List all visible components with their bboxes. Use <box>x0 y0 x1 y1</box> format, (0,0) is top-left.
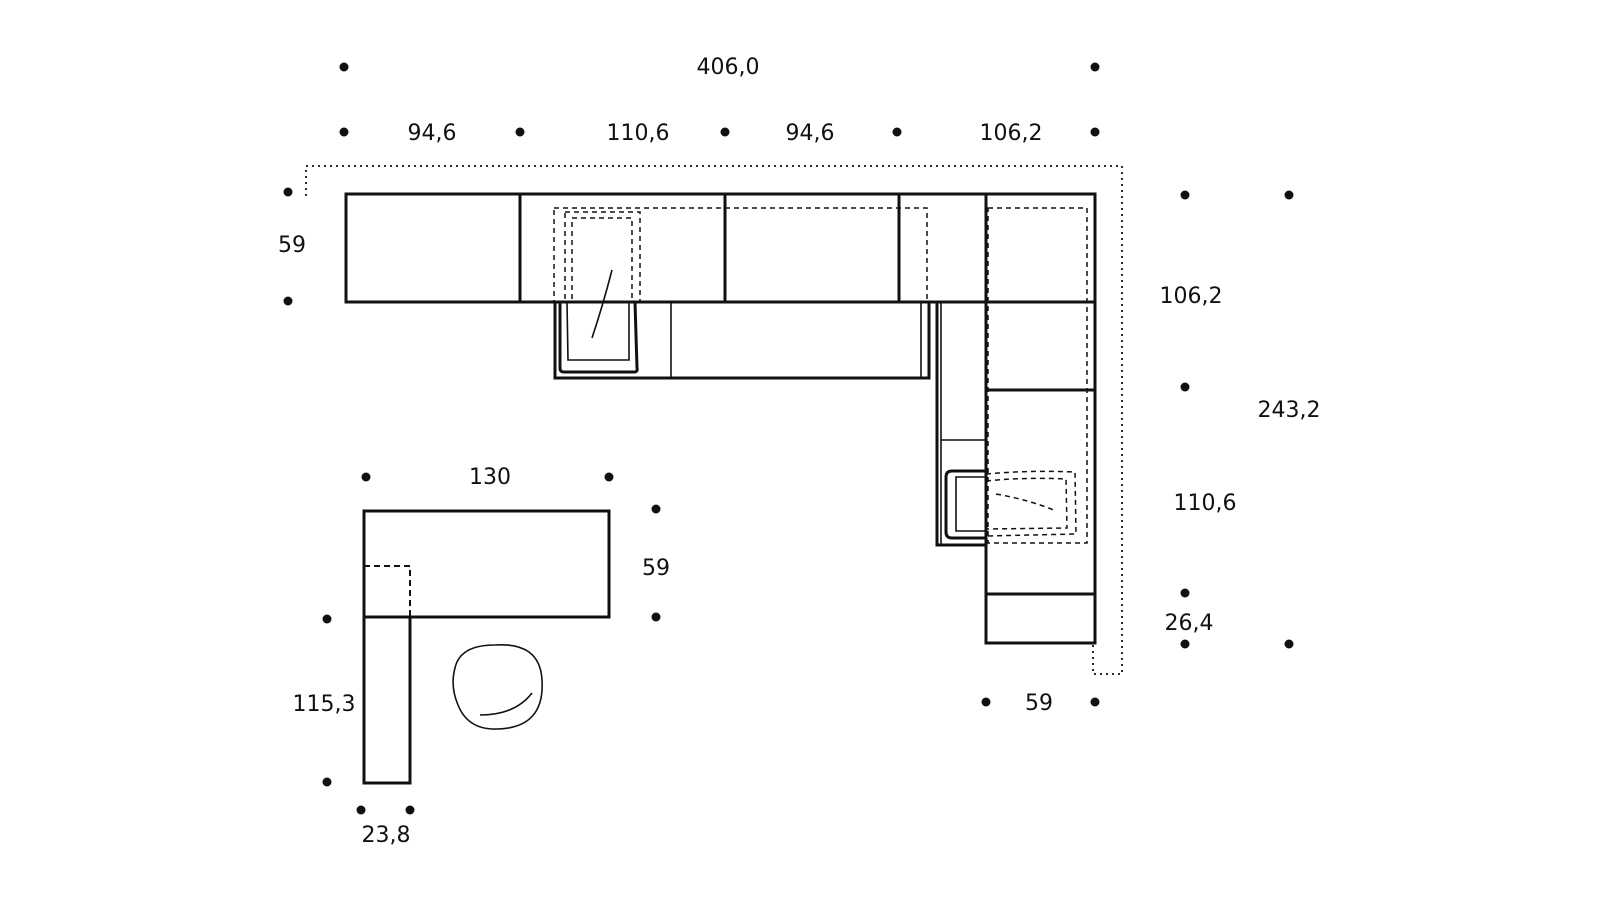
desk <box>362 509 611 785</box>
chair-back <box>479 692 533 716</box>
desk-return-length-label: 115,3 <box>293 692 356 717</box>
top-cabinet-row <box>344 192 1097 304</box>
pillow-dashed-inner <box>571 217 633 303</box>
cushion-fold-line <box>591 269 613 339</box>
dimension-marker <box>1180 190 1190 200</box>
dimension-marker <box>651 504 661 514</box>
dimension-marker <box>339 127 349 137</box>
dimension-markers <box>283 62 1294 815</box>
dimension-marker <box>283 187 293 197</box>
pillow-dashed-outline <box>564 211 641 303</box>
dimension-marker <box>1180 382 1190 392</box>
chaise-cushion-dashed-inner <box>985 477 1068 530</box>
dimension-marker <box>405 805 415 815</box>
right-end-length-label: 26,4 <box>1165 611 1214 636</box>
desk-return-width-label: 23,8 <box>362 823 411 848</box>
cushion-outline <box>558 301 639 374</box>
upper-dashed-outline <box>553 207 928 303</box>
dimension-marker <box>1284 639 1294 649</box>
dimension-marker <box>1180 588 1190 598</box>
dimension-marker <box>892 127 902 137</box>
chair <box>452 644 543 730</box>
dimension-marker <box>1090 697 1100 707</box>
dimension-marker <box>981 697 991 707</box>
dimension-marker <box>651 612 661 622</box>
chair-seat <box>452 644 543 730</box>
seat-module <box>553 269 931 380</box>
dimension-marker <box>604 472 614 482</box>
segment-width-label: 110,6 <box>607 121 670 146</box>
right-lower-length-label: 110,6 <box>1174 491 1237 516</box>
chaise-cushion-outline <box>944 469 986 540</box>
segment-width-label: 94,6 <box>408 121 457 146</box>
dimension-marker <box>720 127 730 137</box>
total-width-label: 406,0 <box>697 55 760 80</box>
dimension-marker <box>1180 639 1190 649</box>
desk-return-dashed <box>364 565 411 617</box>
right-cabinet-column <box>984 192 1097 645</box>
right-column <box>935 192 1097 645</box>
dimension-marker <box>356 805 366 815</box>
left-depth-label: 59 <box>278 233 306 258</box>
bottom-right-depth-label: 59 <box>1025 691 1053 716</box>
dimension-marker <box>339 62 349 72</box>
segment-width-label: 106,2 <box>980 121 1043 146</box>
dimension-labels: 406,0 94,6 110,6 94,6 106,2 59 106,2 243… <box>278 55 1320 848</box>
dimension-marker <box>1090 62 1100 72</box>
desk-return <box>362 615 412 785</box>
desk-depth-label: 59 <box>642 556 670 581</box>
dimension-marker <box>361 472 371 482</box>
chaise-fold-line <box>995 493 1057 512</box>
chaise-base <box>935 300 986 547</box>
right-upper-length-label: 106,2 <box>1160 284 1223 309</box>
dimension-marker <box>1090 127 1100 137</box>
outer-dotted-outline <box>305 165 1123 675</box>
column-dashed-outline <box>987 207 1088 544</box>
dimension-marker <box>1284 190 1294 200</box>
right-total-length-label: 243,2 <box>1258 398 1321 423</box>
seat-base <box>553 300 931 380</box>
cushion-inner <box>566 301 630 361</box>
top-unit-run <box>344 192 1097 304</box>
dimension-marker <box>283 296 293 306</box>
segment-width-label: 94,6 <box>786 121 835 146</box>
desk-top <box>362 509 611 619</box>
chaise-cushion-dashed <box>985 470 1077 537</box>
desk-width-label: 130 <box>469 465 511 490</box>
dimension-marker <box>515 127 525 137</box>
dimension-marker <box>322 614 332 624</box>
chaise-cushion-inner <box>955 476 986 532</box>
dimension-marker <box>322 777 332 787</box>
